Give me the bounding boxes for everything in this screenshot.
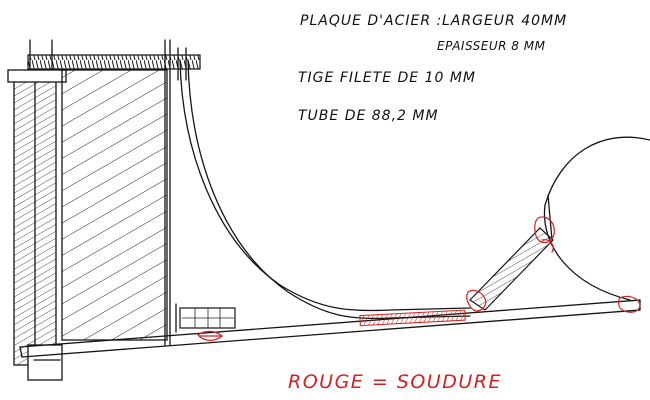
tube-note: TUBE DE 88,2 MM: [298, 108, 439, 124]
bottom-bolt: [175, 303, 236, 333]
ramp-base-weld: [359, 309, 466, 327]
annotation-block: PLAQUE D'ACIER : LARGEUR 40MM EPAISSEUR …: [298, 13, 567, 124]
strut-top-weld: [534, 216, 555, 244]
clamp-block: [61, 39, 171, 346]
tube: [543, 136, 650, 301]
tube-base-weld: [617, 295, 641, 313]
vertical-post: [13, 39, 63, 381]
plate-width-note: LARGEUR 40MM: [442, 13, 567, 29]
weld-marks: [197, 216, 641, 341]
bolt-weld: [197, 330, 223, 341]
threaded-rod-note: TIGE FILETE DE 10 MM: [298, 70, 476, 86]
plate-label: PLAQUE D'ACIER :: [300, 13, 442, 29]
diagonal-strut: [469, 227, 554, 311]
plate-thickness-note: EPAISSEUR 8 MM: [437, 39, 546, 53]
strut-base-weld: [466, 289, 487, 312]
weld-legend: ROUGE = SOUDURE: [288, 371, 502, 393]
curved-plate: [179, 59, 471, 320]
